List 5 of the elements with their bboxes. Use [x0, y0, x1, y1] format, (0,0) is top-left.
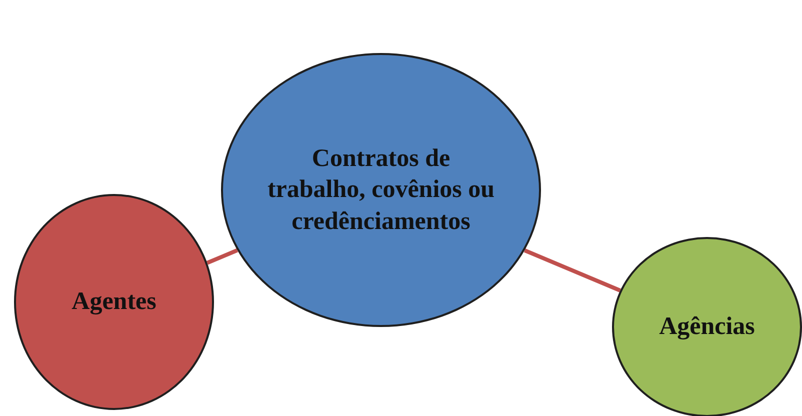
- node-label: Contratos de trabalho, covênios ou credênciamentos: [266, 144, 496, 237]
- connector-line: [206, 248, 238, 265]
- node-label: Agentes: [70, 287, 158, 318]
- connector-line: [524, 248, 621, 292]
- node-label: Agências: [658, 312, 756, 342]
